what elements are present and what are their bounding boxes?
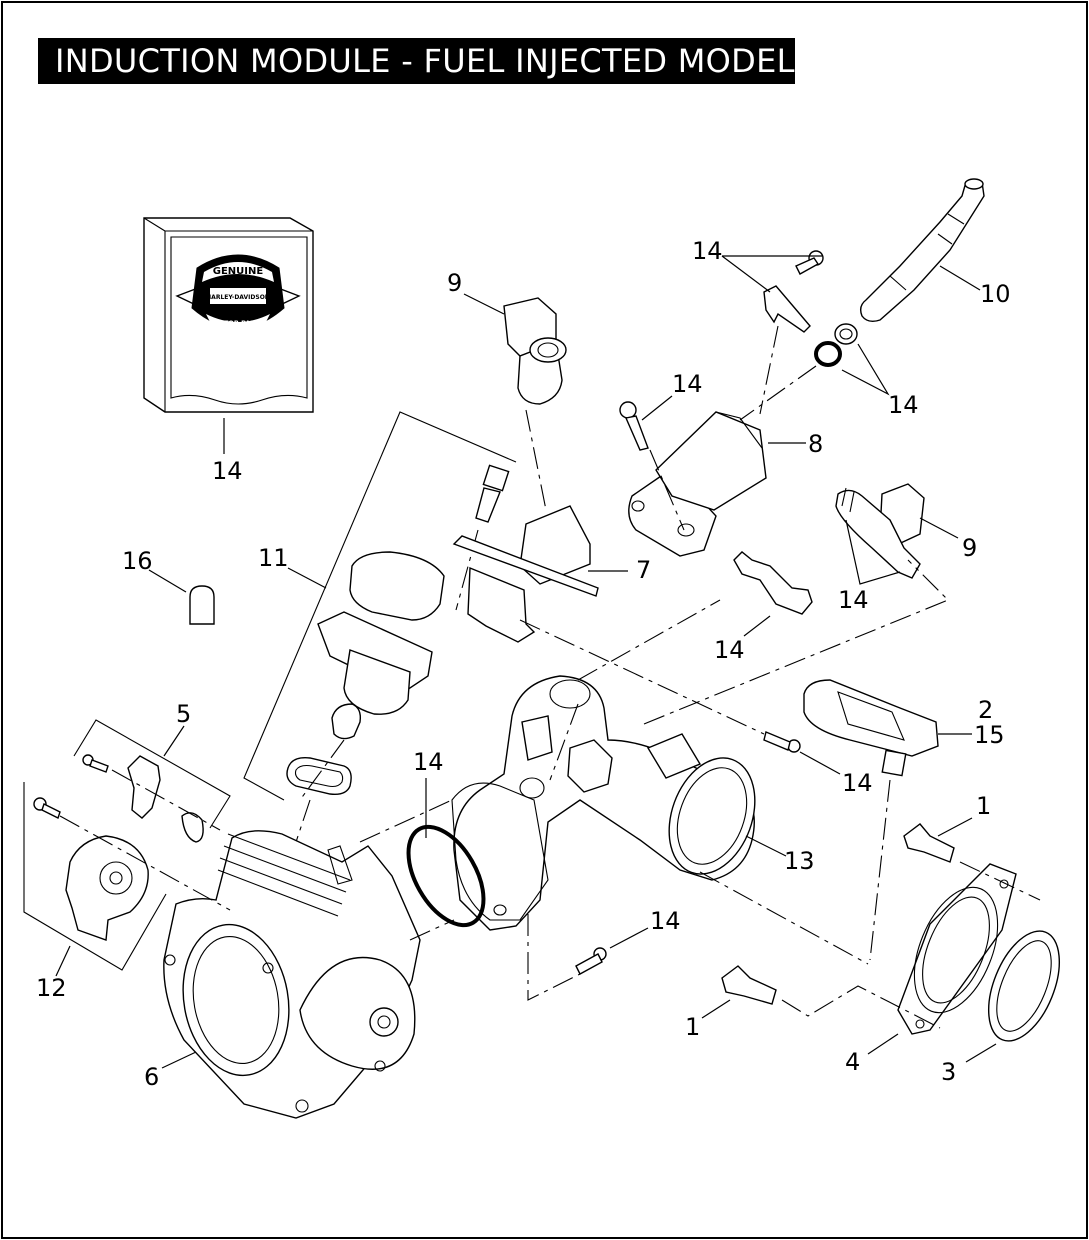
callout-14-clip: 14 bbox=[672, 370, 703, 398]
callout-8: 8 bbox=[808, 430, 823, 458]
callout-9-right: 9 bbox=[962, 534, 977, 562]
callout-14-screw-top: 14 bbox=[692, 237, 723, 265]
callout-3: 3 bbox=[941, 1058, 956, 1086]
callout-11: 11 bbox=[258, 544, 289, 572]
callout-10: 10 bbox=[980, 280, 1011, 308]
logo-bottom-text: MOTOR PARTS bbox=[212, 319, 265, 327]
fuel-injector-right bbox=[835, 483, 959, 585]
genuine-motor-parts-logo: GENUINE HARLEY-DAVIDSON MOTOR PARTS bbox=[175, 254, 301, 338]
callout-14-oring-body: 14 bbox=[413, 748, 444, 776]
fuel-injector-top bbox=[463, 293, 567, 511]
callout-7: 7 bbox=[636, 556, 651, 584]
callout-1-upper: 1 bbox=[976, 792, 991, 820]
callout-labels: 14 16 11 9 14 10 14 14 8 9 7 14 14 2 15 … bbox=[36, 237, 1011, 1091]
fuel-rail-bracket bbox=[452, 505, 628, 643]
callout-2: 2 bbox=[978, 696, 993, 724]
logo-middle-text: HARLEY-DAVIDSON bbox=[206, 294, 270, 301]
logo-top-text: GENUINE bbox=[213, 266, 264, 277]
o-rings-top bbox=[739, 323, 890, 421]
callout-14-kit: 14 bbox=[212, 457, 243, 485]
adapter-plate bbox=[699, 817, 1041, 1055]
callout-14-bracket: 14 bbox=[714, 636, 745, 664]
callout-14-lower-screw: 14 bbox=[650, 907, 681, 935]
o-ring-body bbox=[406, 778, 486, 928]
clip-and-screw bbox=[721, 250, 824, 415]
callout-1-lower: 1 bbox=[685, 1013, 700, 1041]
iac-valve-group bbox=[243, 411, 517, 861]
callout-14-sensor-screw: 14 bbox=[842, 769, 873, 797]
gasket-ring bbox=[965, 930, 1060, 1063]
callout-5: 5 bbox=[176, 700, 191, 728]
callout-6: 6 bbox=[144, 1063, 159, 1091]
callout-12: 12 bbox=[36, 974, 67, 1002]
callout-14-injector: 14 bbox=[838, 586, 869, 614]
lower-screw bbox=[527, 914, 649, 1001]
callout-9-top: 9 bbox=[447, 269, 462, 297]
small-bracket bbox=[733, 551, 813, 637]
parts-kit-box: GENUINE HARLEY-DAVIDSON MOTOR PARTS bbox=[143, 217, 314, 454]
fuel-supply-fitting bbox=[619, 395, 806, 557]
intake-manifold bbox=[451, 559, 949, 931]
throttle-body bbox=[161, 799, 455, 1119]
sensor-housing-group bbox=[23, 782, 231, 977]
cap-part bbox=[148, 569, 215, 625]
map-sensor bbox=[763, 679, 972, 961]
callout-14-oring-top: 14 bbox=[888, 391, 919, 419]
callout-15: 15 bbox=[974, 721, 1005, 749]
tps-group bbox=[73, 719, 231, 843]
fuel-line bbox=[859, 178, 985, 323]
callout-16: 16 bbox=[122, 547, 153, 575]
callout-4: 4 bbox=[845, 1048, 860, 1076]
callout-13: 13 bbox=[784, 847, 815, 875]
page-title: INDUCTION MODULE - FUEL INJECTED MODELS bbox=[38, 38, 815, 84]
